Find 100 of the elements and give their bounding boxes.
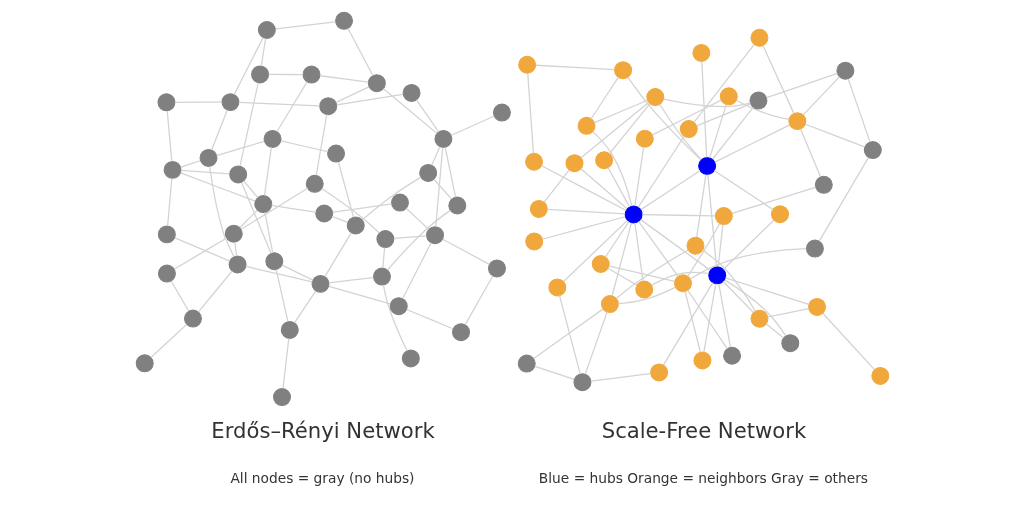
node-circle xyxy=(649,363,668,382)
node-circle xyxy=(156,93,175,112)
connector xyxy=(444,146,456,198)
node-circle xyxy=(524,232,543,251)
connector xyxy=(541,216,626,240)
connector xyxy=(210,109,228,151)
connector xyxy=(821,312,875,371)
node-circle xyxy=(346,216,365,235)
connector xyxy=(281,264,313,281)
connector xyxy=(327,276,374,284)
node-circle xyxy=(135,354,154,373)
node-circle xyxy=(594,151,613,170)
connector xyxy=(533,365,575,381)
node-circle xyxy=(517,55,536,74)
node-circle xyxy=(697,157,716,175)
connector xyxy=(392,235,427,239)
node-circle xyxy=(547,278,566,297)
connector xyxy=(321,188,380,234)
node-circle xyxy=(714,207,733,225)
connector xyxy=(765,323,784,339)
node-circle xyxy=(390,193,409,212)
node-circle xyxy=(863,141,882,160)
connector xyxy=(633,222,644,282)
connector xyxy=(717,283,731,348)
connector xyxy=(686,289,728,350)
connector xyxy=(761,44,794,114)
connector xyxy=(323,232,352,278)
connector xyxy=(584,311,608,375)
connector xyxy=(173,237,227,270)
connector xyxy=(639,219,711,271)
connector xyxy=(335,93,403,106)
connector xyxy=(706,173,717,268)
connector xyxy=(267,73,304,76)
node-circle xyxy=(487,259,506,278)
connector xyxy=(293,290,316,324)
label: Erdős–Rényi Network xyxy=(210,418,435,444)
connector xyxy=(233,241,237,257)
connector xyxy=(626,76,702,161)
connector xyxy=(405,308,453,330)
connector xyxy=(711,106,754,160)
connector xyxy=(337,161,354,218)
node-circle xyxy=(492,103,511,122)
label: Scale-Free Network xyxy=(601,418,806,444)
node-circle xyxy=(401,349,420,368)
connector xyxy=(346,27,373,77)
node-circle xyxy=(787,112,806,131)
connector xyxy=(532,308,603,360)
node-circle xyxy=(748,91,767,110)
connector xyxy=(208,165,234,258)
connector xyxy=(662,282,713,366)
node-circle xyxy=(253,195,272,214)
node-circle xyxy=(529,199,548,218)
connector xyxy=(281,337,289,390)
node-circle xyxy=(624,205,643,224)
node-circle xyxy=(318,97,337,116)
connector xyxy=(717,224,723,268)
node-circle xyxy=(305,174,324,193)
connector xyxy=(335,86,370,104)
node-circle xyxy=(280,320,299,339)
connector xyxy=(651,99,721,136)
connector xyxy=(540,165,627,212)
connector xyxy=(263,146,272,196)
connector xyxy=(233,37,264,96)
node-circle xyxy=(199,149,217,167)
node-circle xyxy=(447,196,466,215)
connector xyxy=(662,98,751,108)
node-circle xyxy=(635,129,654,148)
node-circle xyxy=(591,255,610,273)
connector xyxy=(708,103,727,159)
connector xyxy=(215,140,265,157)
connector xyxy=(382,284,408,352)
connector xyxy=(279,140,328,153)
connector xyxy=(327,285,391,305)
connector xyxy=(270,204,316,213)
node-circle xyxy=(228,255,247,274)
connector xyxy=(149,323,187,359)
node-circle xyxy=(686,236,704,255)
connector xyxy=(361,176,421,221)
connector xyxy=(319,75,369,83)
node-circle xyxy=(805,239,824,258)
connector xyxy=(686,223,720,277)
connector xyxy=(766,308,809,318)
node-circle xyxy=(577,116,595,135)
connector xyxy=(526,72,534,154)
connector xyxy=(166,110,172,162)
connector xyxy=(713,124,790,163)
connector xyxy=(639,170,700,211)
connector xyxy=(197,270,233,313)
connector xyxy=(730,186,816,215)
node-circle xyxy=(367,74,386,93)
connector xyxy=(650,271,709,286)
connector xyxy=(658,103,702,160)
connector xyxy=(689,248,807,280)
node-circle xyxy=(375,230,394,248)
connector xyxy=(275,81,308,133)
connector xyxy=(238,209,258,229)
connector xyxy=(173,101,222,103)
node-circle xyxy=(870,367,889,385)
node-circle xyxy=(524,152,543,171)
node-circle xyxy=(780,334,799,353)
